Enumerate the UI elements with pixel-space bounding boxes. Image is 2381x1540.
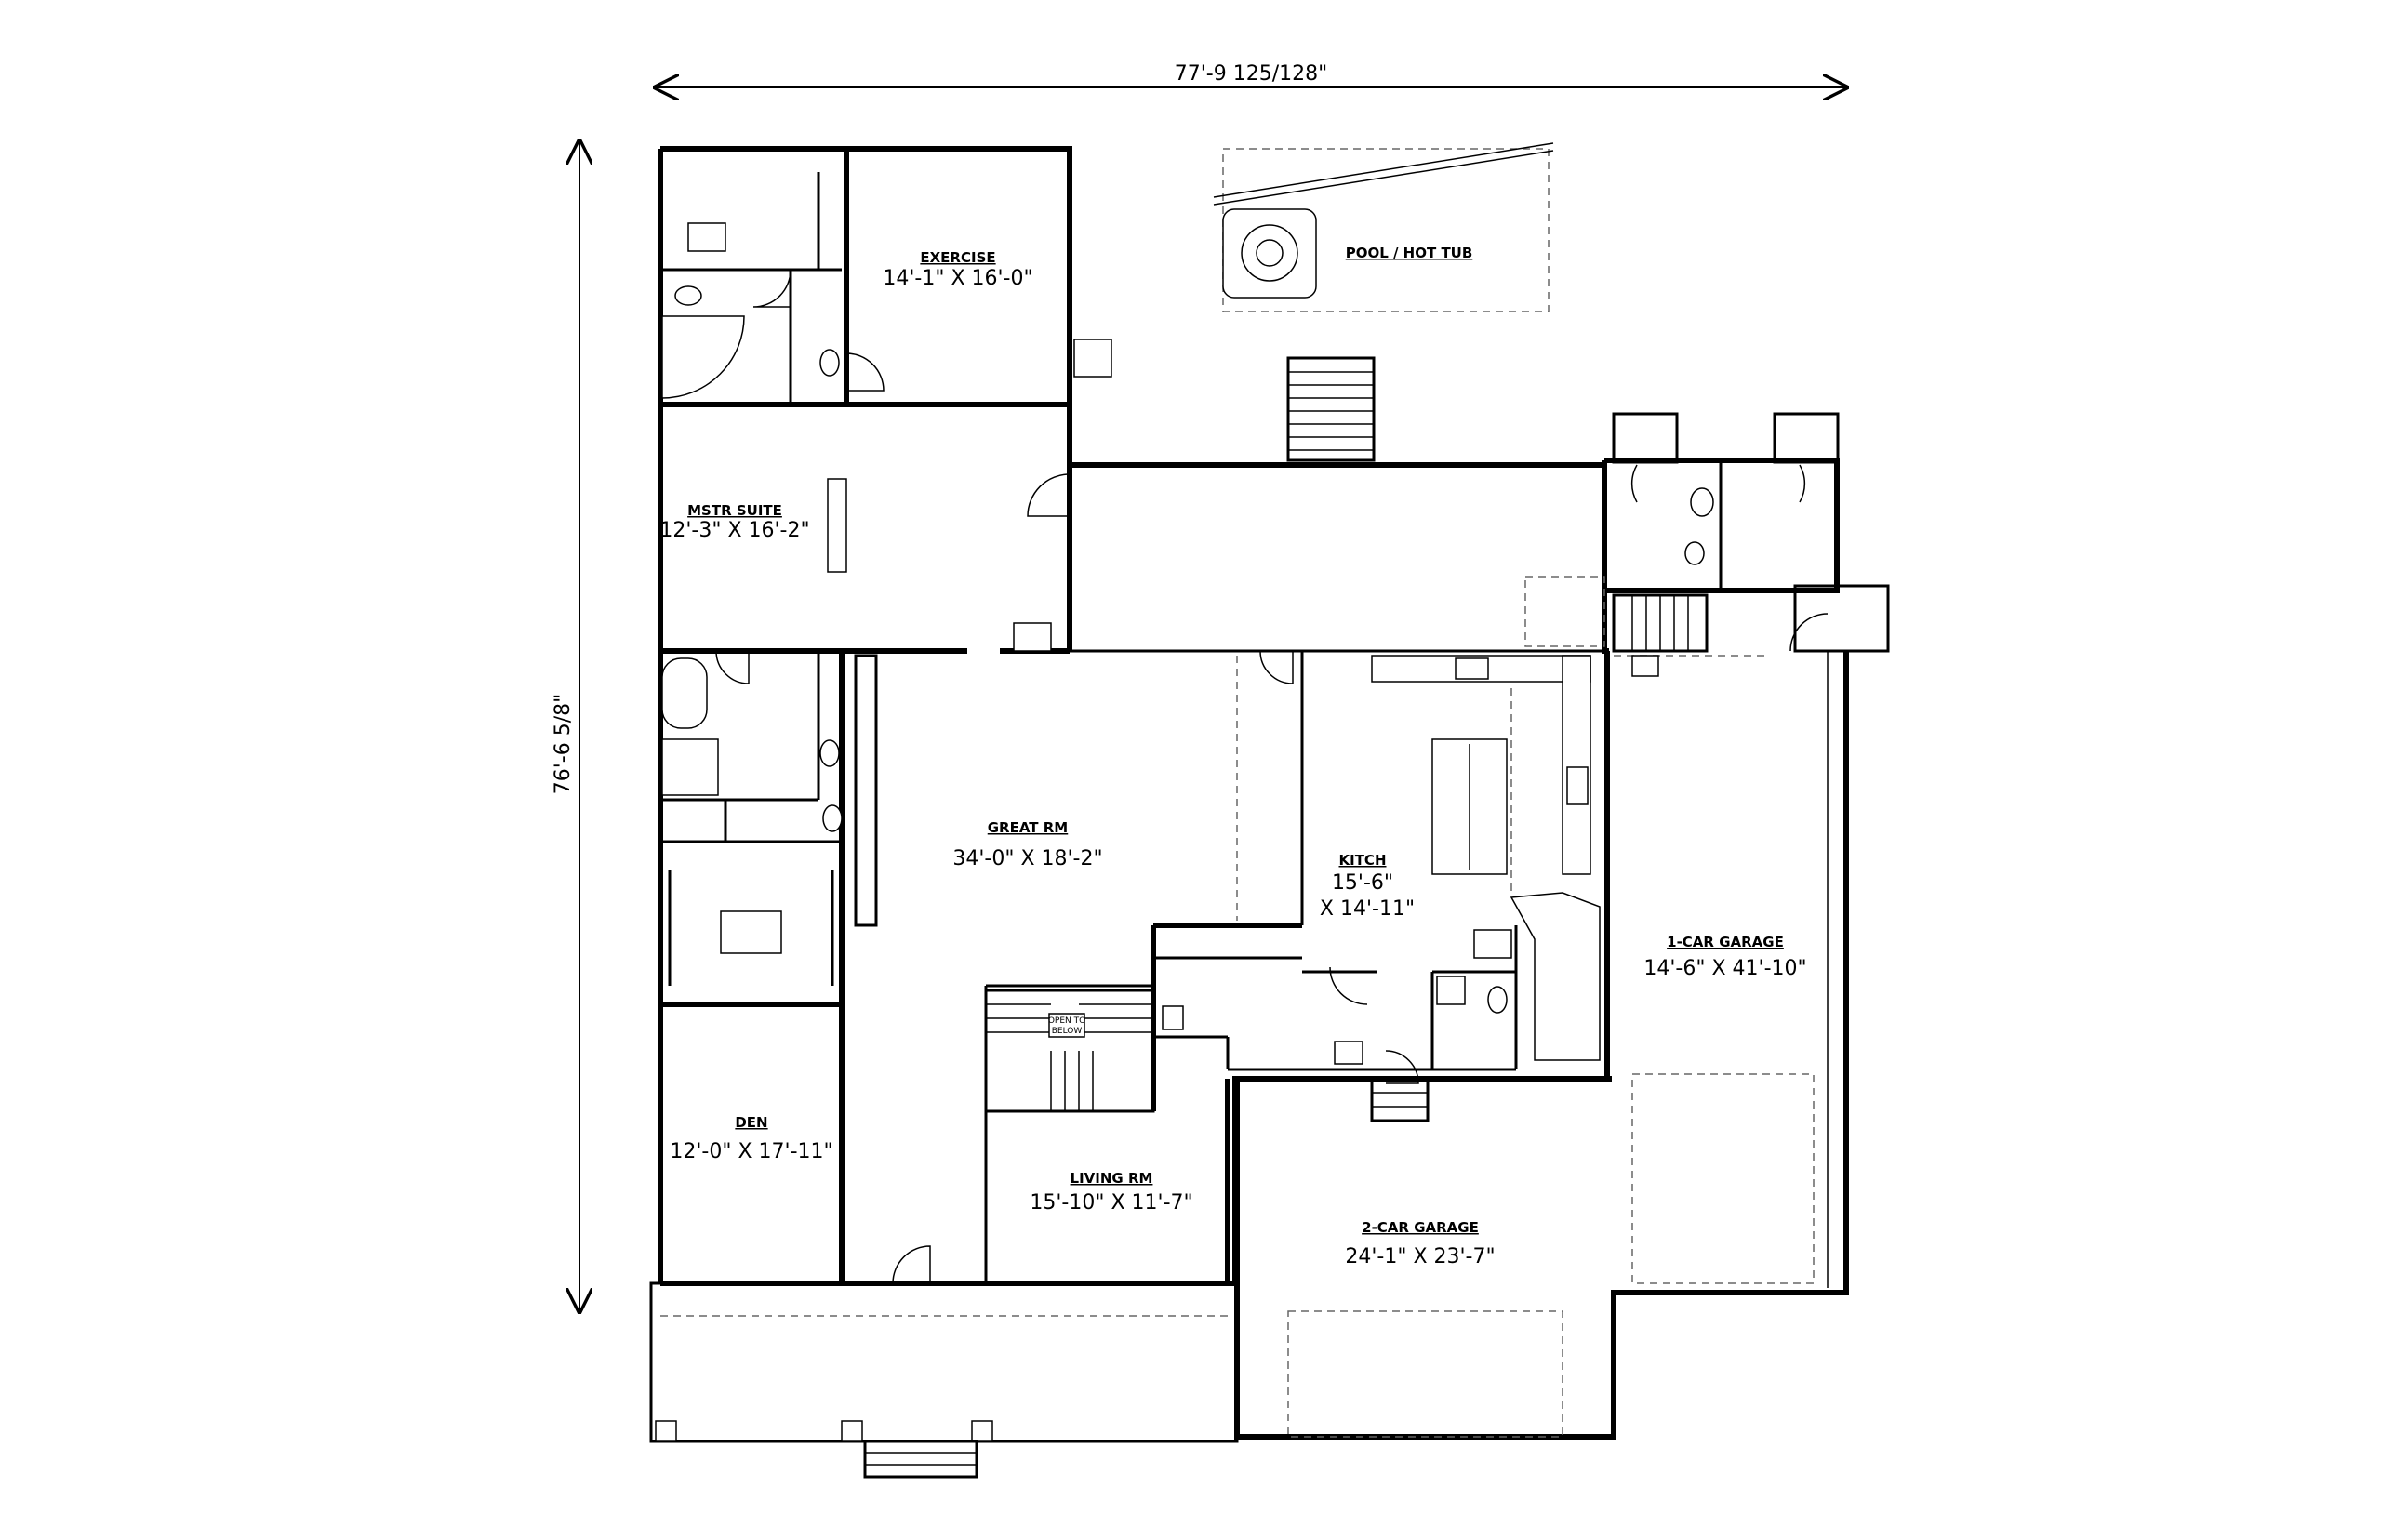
kitchen-fixtures — [1162, 655, 1601, 1065]
porch-column-icon — [971, 1420, 993, 1442]
garage-entry-steps — [1370, 1077, 1430, 1122]
porch-column-icon — [841, 1420, 863, 1442]
door-icon — [1329, 966, 1368, 1005]
toilet-icon — [822, 804, 843, 832]
depth-dimension: 76'-6 5/8" — [552, 141, 579, 1311]
great-rm-size: 34'-0" X 18'-2" — [952, 847, 1102, 870]
porch-column-icon — [655, 1420, 677, 1442]
closet-shelf-icon — [827, 478, 847, 573]
garage-1car-label: 1-CAR GARAGE — [1667, 934, 1784, 950]
fireplace-icon — [1013, 622, 1052, 652]
width-dimension: 77'-9 125/128" — [656, 62, 1846, 87]
room-labels: EXERCISE 14'-1" X 16'-0" MSTR SUITE 12'-… — [659, 249, 1806, 1268]
pool-area: POOL / HOT TUB — [1213, 142, 1554, 312]
toilet-icon — [1487, 986, 1508, 1014]
living-rm-label: LIVING RM — [1071, 1170, 1153, 1187]
bathtub-icon — [661, 657, 708, 729]
door-icon — [1027, 473, 1071, 517]
door-icon — [892, 1245, 931, 1284]
peninsula-icon — [1510, 892, 1601, 1061]
doors — [715, 269, 1829, 1284]
door-icon — [1799, 464, 1806, 503]
kitch-size-line2: X 14'-11" — [1320, 897, 1415, 921]
door-icon — [845, 352, 885, 392]
door-icon — [1385, 1050, 1419, 1084]
room-separators — [1236, 656, 1512, 921]
shower-icon — [661, 315, 745, 399]
equipment-icon — [1073, 339, 1112, 378]
door-icon — [1259, 650, 1294, 684]
mstr-suite-label: MSTR SUITE — [687, 502, 782, 519]
garage-fixture-icon — [1631, 655, 1659, 677]
toilet-icon — [1690, 487, 1714, 517]
shower-icon — [661, 738, 719, 796]
garage-1car-size: 14'-6" X 41'-10" — [1643, 957, 1806, 980]
sink-icon — [1684, 541, 1705, 565]
cooktop-icon — [1566, 766, 1589, 805]
kitch-label: KITCH — [1339, 852, 1387, 869]
den-label: DEN — [735, 1114, 767, 1131]
width-dimension-label: 77'-9 125/128" — [1175, 62, 1327, 86]
pool-label: POOL / HOT TUB — [1346, 245, 1473, 261]
sink-icon — [819, 739, 840, 767]
toilet-icon — [674, 285, 702, 306]
bath-fixtures — [661, 222, 1714, 954]
living-rm-size: 15'-10" X 11'-7" — [1030, 1191, 1192, 1215]
door-icon — [752, 269, 791, 308]
garage-2car-size: 24'-1" X 23'-7" — [1345, 1245, 1495, 1268]
door-icon — [1630, 464, 1638, 503]
mstr-suite-size: 12'-3" X 16'-2" — [659, 519, 809, 542]
front-porch — [649, 1281, 1239, 1479]
interior-walls — [660, 149, 1709, 1283]
garage-2car-label: 2-CAR GARAGE — [1362, 1219, 1479, 1236]
garage-details — [1287, 651, 1829, 1438]
closet-island-icon — [720, 910, 782, 954]
rear-steps — [1286, 356, 1376, 462]
hot-tub-icon — [1222, 208, 1317, 299]
kitch-size-line1: 15'-6" — [1332, 871, 1393, 895]
great-rm-label: GREAT RM — [988, 819, 1068, 836]
exercise-size: 14'-1" X 16'-0" — [883, 267, 1032, 290]
washer-icon — [1436, 976, 1466, 1005]
depth-dimension-label: 76'-6 5/8" — [552, 694, 575, 795]
sink-icon — [819, 349, 840, 377]
exercise-label: EXERCISE — [920, 249, 995, 266]
kitchen-sink-icon — [1455, 657, 1489, 680]
door-icon — [1789, 613, 1829, 652]
stair-note-line2: BELOW — [1052, 1027, 1083, 1036]
stair-note-line1: OPEN TO — [1048, 1016, 1085, 1026]
den-size: 12'-0" X 17'-11" — [670, 1140, 832, 1163]
door-icon — [715, 650, 750, 684]
bench-icon — [687, 222, 726, 252]
main-stair: OPEN TO BELOW — [984, 989, 1155, 1113]
